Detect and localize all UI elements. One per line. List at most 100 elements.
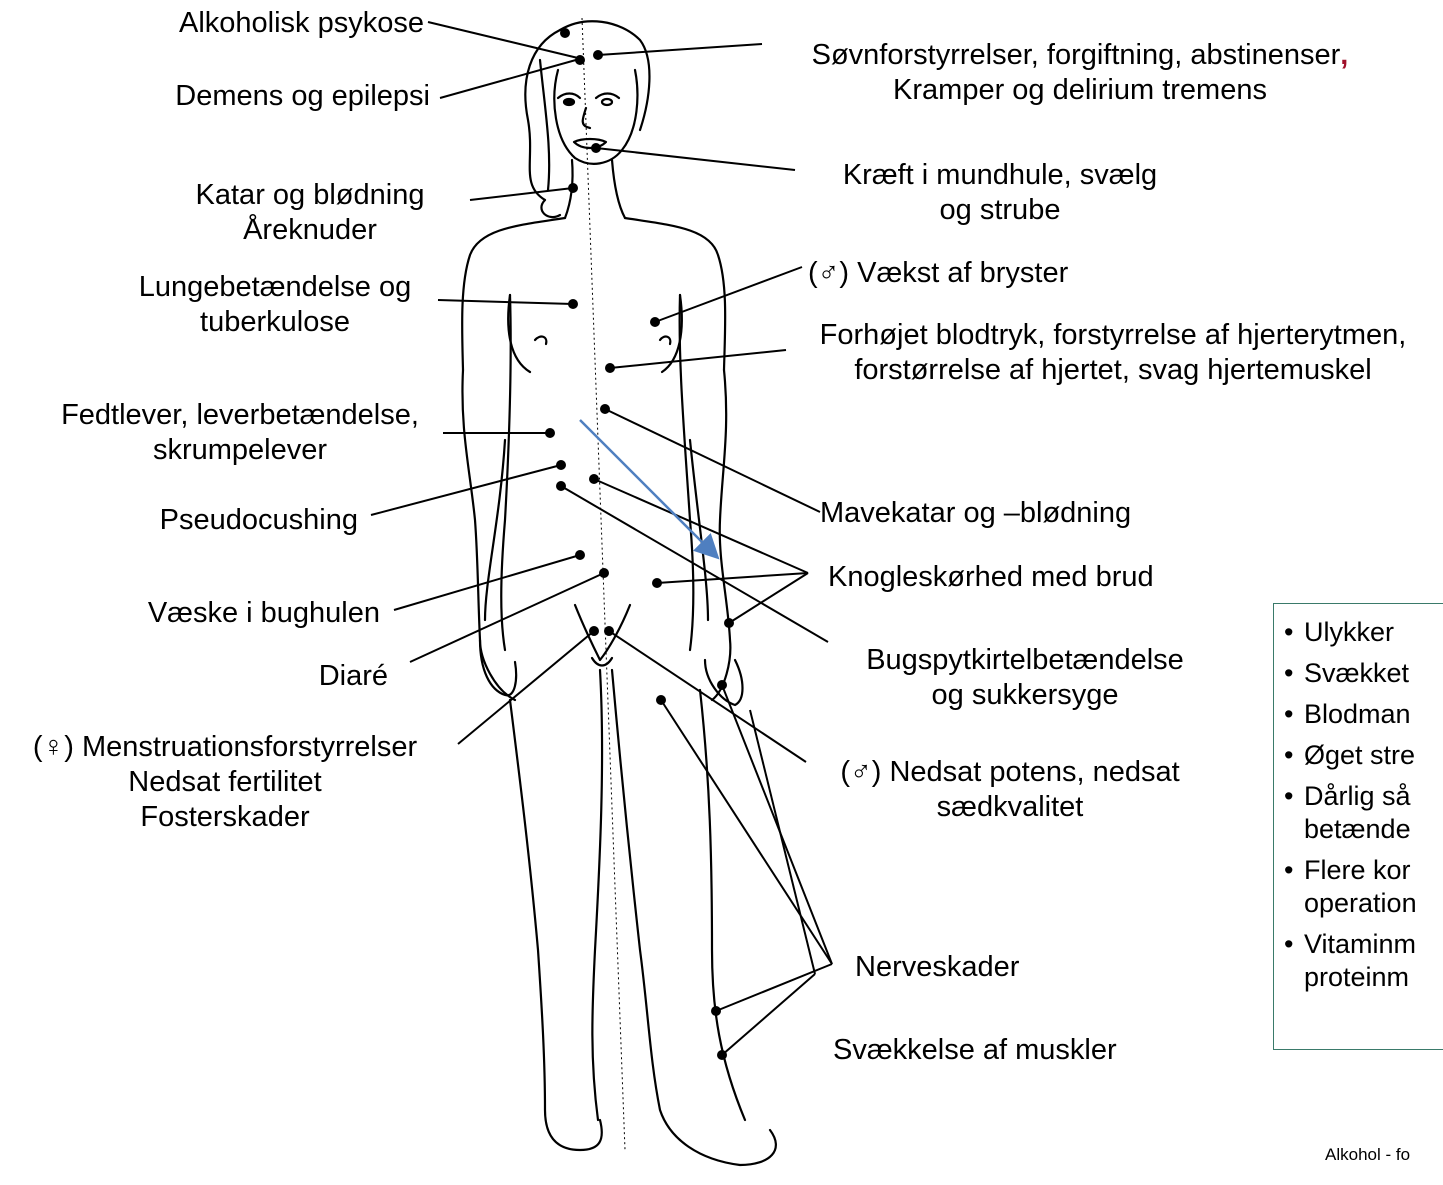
list-item: Ulykker <box>1284 616 1443 649</box>
dot-spine <box>589 474 599 484</box>
label-lunge: Lungebetændelse og tuberkulose <box>110 270 440 340</box>
list-item: Svækket <box>1284 657 1443 690</box>
label-menstruation-line1: (♀) Menstruationsforstyrrelser <box>33 731 417 763</box>
label-soevn: Søvnforstyrrelser, forgiftning, abstinen… <box>770 38 1390 108</box>
label-soevn-line2: Kramper og delirium tremens <box>893 74 1267 106</box>
label-hjerte-line1: Forhøjet blodtryk, forstyrrelse af hjert… <box>820 319 1407 351</box>
label-diare: Diaré <box>300 659 388 694</box>
dot-calf <box>717 1050 727 1060</box>
leader-muskel-2 <box>722 974 815 1055</box>
list-item-text-line2: operation <box>1304 888 1417 918</box>
label-hjerte-line2: forstørrelse af hjertet, svag hjertemusk… <box>854 354 1371 386</box>
leader-bryster <box>655 267 802 322</box>
dot-head-top <box>560 28 570 38</box>
dot-brain-left <box>575 55 585 65</box>
leader-nerve-1 <box>661 700 832 964</box>
label-muskler: Svækkelse af muskler <box>833 1033 1117 1068</box>
consequences-list: Ulykker Svækket Blodman Øget stre Dårlig… <box>1274 604 1443 994</box>
dot-heart <box>605 363 615 373</box>
leader-menstruation <box>458 631 594 744</box>
dot-hand <box>717 680 727 690</box>
list-item: Øget stre <box>1284 739 1443 772</box>
leader-knogle-1 <box>594 479 808 573</box>
leader-mavekatar <box>605 409 820 512</box>
label-soevn-line1: Søvnforstyrrelser, forgiftning, abstinen… <box>812 39 1341 71</box>
dot-hip <box>652 578 662 588</box>
dot-mouth <box>591 143 601 153</box>
label-katar-line1: Katar og blødning <box>196 179 425 211</box>
dot-ovary <box>589 626 599 636</box>
consequences-box: Ulykker Svækket Blodman Øget stre Dårlig… <box>1273 603 1443 1050</box>
label-fedtlever-line1: Fedtlever, leverbetændelse, <box>61 399 419 431</box>
dot-testis <box>604 626 614 636</box>
label-bugspyt-line2: og sukkersyge <box>932 679 1119 711</box>
leader-lunge <box>438 300 573 304</box>
label-katar-line2: Åreknuder <box>243 214 377 246</box>
leader-hjerte <box>610 350 786 368</box>
label-menstruation-line3: Fosterskader <box>140 801 309 833</box>
label-fedtlever-line2: skrumpelever <box>153 434 327 466</box>
footer-text: Alkohol - fo <box>1325 1145 1410 1165</box>
label-bugspyt-line1: Bugspytkirtelbetændelse <box>866 644 1184 676</box>
leader-alkoholisk-psykose <box>428 22 578 58</box>
list-item-text-line2: proteinm <box>1304 962 1409 992</box>
label-mavekatar: Mavekatar og –blødning <box>820 496 1131 531</box>
leader-potens <box>609 631 806 762</box>
label-potens: (♂) Nedsat potens, nedsat sædkvalitet <box>800 755 1220 825</box>
label-bryster: (♂) Vækst af bryster <box>808 256 1068 291</box>
label-bugspyt: Bugspytkirtelbetændelse og sukkersyge <box>845 643 1205 713</box>
dot-brain-right <box>593 50 603 60</box>
dot-shin <box>711 1006 721 1016</box>
label-menstruation: (♀) Menstruationsforstyrrelser Nedsat fe… <box>5 730 445 835</box>
list-item: Blodman <box>1284 698 1443 731</box>
list-item-text: Flere kor <box>1304 855 1411 885</box>
dot-stomach <box>600 404 610 414</box>
list-item-text: Ulykker <box>1304 617 1394 647</box>
label-fedtlever: Fedtlever, leverbetændelse, skrumpelever <box>30 398 450 468</box>
dot-abdomen <box>575 550 585 560</box>
label-kraeft: Kræft i mundhule, svælg og strube <box>805 158 1195 228</box>
midline <box>582 18 625 1150</box>
list-item-text: Dårlig så <box>1304 781 1411 811</box>
label-lunge-line2: tuberkulose <box>200 306 350 338</box>
label-soevn-comma: , <box>1340 39 1348 71</box>
label-hjerte: Forhøjet blodtryk, forstyrrelse af hjert… <box>788 318 1438 388</box>
label-potens-line1: (♂) Nedsat potens, nedsat <box>840 756 1179 788</box>
label-pseudocushing: Pseudocushing <box>120 503 358 538</box>
label-alkoholisk-psykose: Alkoholisk psykose <box>150 6 424 41</box>
leader-diare <box>410 573 604 662</box>
leader-pseudocushing <box>371 465 561 515</box>
label-menstruation-line2: Nedsat fertilitet <box>128 766 321 798</box>
dot-breast <box>650 317 660 327</box>
label-demens: Demens og epilepsi <box>140 79 430 114</box>
leader-knogle-2 <box>657 573 808 583</box>
label-knogle: Knogleskørhed med brud <box>828 560 1154 595</box>
list-item-text: Blodman <box>1304 699 1411 729</box>
label-kraeft-line2: og strube <box>940 194 1061 226</box>
dot-pancreas <box>556 481 566 491</box>
leader-kraeft <box>596 148 795 170</box>
leader-soevn <box>598 44 762 55</box>
leader-knogle-3 <box>729 573 808 623</box>
label-potens-line2: sædkvalitet <box>937 791 1084 823</box>
list-item-text: Svækket <box>1304 658 1409 688</box>
dot-intestine <box>599 568 609 578</box>
list-item-text: Øget stre <box>1304 740 1415 770</box>
dot-lung <box>568 299 578 309</box>
leader-muskel-1 <box>750 710 815 974</box>
list-item-text-line2: betænde <box>1304 814 1411 844</box>
dot-adrenal <box>556 460 566 470</box>
list-item-text: Vitaminm <box>1304 929 1416 959</box>
dot-liver <box>545 428 555 438</box>
label-katar: Katar og blødning Åreknuder <box>170 178 450 248</box>
dot-neck <box>568 183 578 193</box>
dot-thigh <box>656 695 666 705</box>
label-lunge-line1: Lungebetændelse og <box>139 271 412 303</box>
label-nerveskader: Nerveskader <box>855 950 1019 985</box>
leader-katar <box>470 188 573 200</box>
label-vaeske: Væske i bughulen <box>110 596 380 631</box>
